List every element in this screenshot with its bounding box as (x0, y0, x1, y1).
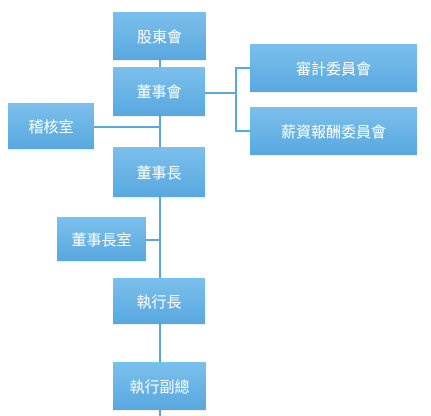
audit-office-label: 稽核室 (28, 117, 74, 136)
chairman-label: 董事長 (136, 163, 182, 182)
board-box: 董事會 (113, 67, 205, 116)
board-label: 董事會 (136, 83, 182, 101)
chairman-box: 董事長 (113, 147, 205, 197)
board-to-committees-connector (205, 92, 235, 94)
evp-box: 執行副總 (113, 362, 206, 410)
chairman-office-connector (146, 239, 160, 241)
evp-label: 執行副總 (129, 377, 190, 396)
trunk-connector (159, 60, 161, 416)
ceo-box: 執行長 (113, 278, 205, 324)
chairman-office-box: 董事長室 (57, 217, 146, 261)
shareholders-box: 股東會 (113, 12, 206, 60)
audit-office-connector (94, 126, 160, 128)
audit-office-box: 稽核室 (8, 103, 94, 149)
committee-bracket-connector (235, 67, 250, 132)
chairman-office-label: 董事長室 (71, 230, 132, 249)
compensation-committee-box: 薪資報酬委員會 (250, 107, 417, 155)
audit-committee-label: 審計委員會 (295, 59, 371, 78)
ceo-label: 執行長 (136, 292, 182, 311)
shareholders-label: 股東會 (136, 27, 182, 46)
audit-committee-box: 審計委員會 (250, 44, 417, 92)
compensation-committee-label: 薪資報酬委員會 (280, 122, 386, 141)
